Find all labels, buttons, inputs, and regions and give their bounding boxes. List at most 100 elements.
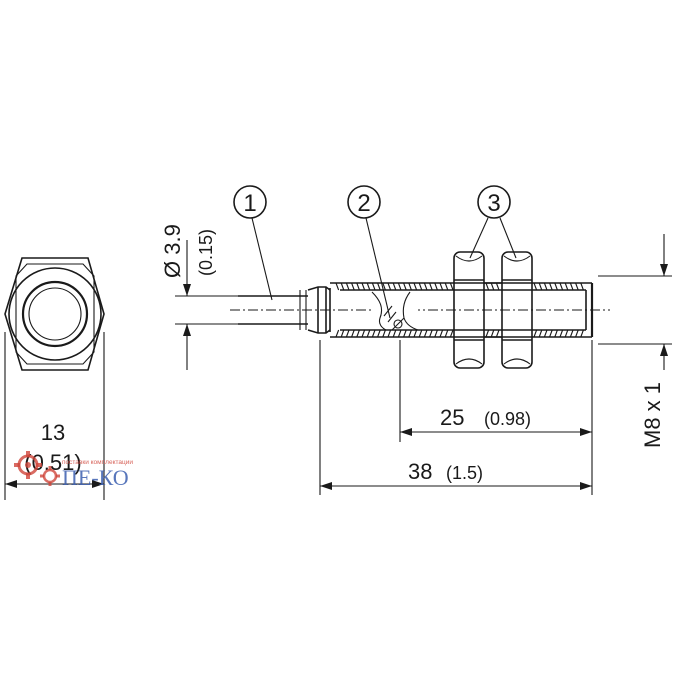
thread-tooth bbox=[490, 282, 495, 291]
total-length-label: 38 bbox=[408, 459, 432, 484]
callout-2-label: 2 bbox=[357, 190, 370, 217]
thread-tooth bbox=[575, 329, 579, 338]
thread-tooth bbox=[444, 329, 449, 338]
thread-tooth bbox=[429, 329, 433, 338]
cable-diameter-label: Ø 3.9 bbox=[160, 224, 185, 278]
thread-tooth bbox=[538, 282, 543, 291]
thread-tooth bbox=[444, 282, 449, 291]
thread-tooth bbox=[340, 329, 345, 338]
thread-tooth bbox=[387, 329, 392, 338]
callout-2 bbox=[347, 185, 391, 319]
hex-outline bbox=[4, 257, 105, 371]
thread-tooth bbox=[356, 282, 360, 291]
thread-tooth bbox=[449, 282, 454, 291]
thread-tooth bbox=[485, 329, 490, 338]
thread-tooth bbox=[413, 329, 418, 338]
thread-tooth bbox=[366, 282, 371, 291]
thread-tooth bbox=[392, 329, 397, 338]
thread-tooth bbox=[564, 282, 569, 291]
thread-tooth bbox=[569, 282, 574, 291]
thread-tooth bbox=[371, 282, 376, 291]
thread-tooth bbox=[559, 329, 564, 338]
hex-nut-1 bbox=[453, 251, 485, 369]
thread-tooth bbox=[403, 329, 407, 338]
thread-tooth bbox=[549, 329, 553, 338]
thread-tooth bbox=[569, 329, 574, 338]
thread-tooth bbox=[382, 282, 386, 291]
thread-tooth bbox=[377, 329, 381, 338]
thread-tooth bbox=[423, 329, 428, 338]
thread-tooth bbox=[495, 282, 500, 291]
thread-tooth bbox=[564, 329, 569, 338]
thread-tooth bbox=[345, 329, 350, 338]
logo-brand: ПЕ-КО bbox=[62, 465, 129, 490]
thread-tooth bbox=[345, 282, 350, 291]
callout-3-label: 3 bbox=[487, 190, 500, 217]
thread-tooth bbox=[377, 282, 381, 291]
thread-tooth bbox=[423, 282, 428, 291]
thread-tooth bbox=[351, 282, 355, 291]
bore-circle bbox=[21, 280, 89, 348]
thread-tooth bbox=[403, 282, 407, 291]
thread-tooth bbox=[418, 282, 423, 291]
thread-tooth bbox=[429, 282, 433, 291]
thread-tooth bbox=[575, 282, 579, 291]
thread-tooth bbox=[434, 329, 438, 338]
cable-gland bbox=[307, 286, 331, 334]
callout-1-label: 1 bbox=[243, 190, 256, 217]
thread-tooth bbox=[549, 282, 553, 291]
cable-diameter-inch-label: (0.15) bbox=[196, 229, 216, 276]
thread-size-label: M8 x 1 bbox=[640, 382, 665, 448]
thread-length-label: 25 bbox=[440, 405, 464, 430]
thread-tooth bbox=[340, 282, 345, 291]
thread-tooth bbox=[554, 329, 558, 338]
callout-1 bbox=[233, 185, 273, 301]
cable bbox=[238, 290, 308, 330]
hex-end-view bbox=[4, 257, 105, 500]
thread-tooth bbox=[439, 282, 444, 291]
thread-size-dimension bbox=[598, 234, 672, 370]
company-logo: ПЕ-КО поставки комплектации bbox=[14, 451, 133, 490]
outer-thread-circle bbox=[8, 267, 102, 361]
thread-tooth bbox=[408, 329, 412, 338]
thread-tooth bbox=[580, 329, 584, 338]
thread-tooth bbox=[397, 282, 402, 291]
thread-tooth bbox=[335, 282, 340, 291]
total-length-dimension bbox=[319, 340, 593, 495]
threaded-housing bbox=[330, 282, 594, 338]
thread-tooth bbox=[559, 282, 564, 291]
gear-icon bbox=[40, 466, 60, 486]
thread-tooth bbox=[490, 329, 495, 338]
logo-tagline: поставки комплектации bbox=[62, 459, 133, 466]
thread-tooth bbox=[361, 282, 366, 291]
thread-tooth bbox=[533, 282, 538, 291]
thread-tooth bbox=[382, 329, 386, 338]
thread-tooth bbox=[439, 329, 444, 338]
thread-tooth bbox=[361, 329, 366, 338]
thread-tooth bbox=[413, 282, 418, 291]
thread-tooth bbox=[335, 329, 340, 338]
thread-tooth bbox=[554, 282, 558, 291]
thread-tooth bbox=[533, 329, 538, 338]
gear-icon bbox=[14, 451, 42, 479]
thread-tooth bbox=[485, 282, 490, 291]
thread-tooth bbox=[434, 282, 438, 291]
hex-nut-2 bbox=[501, 251, 533, 369]
total-length-inch-label: (1.5) bbox=[446, 463, 483, 483]
thread-length-dimension bbox=[399, 340, 593, 442]
thread-tooth bbox=[356, 329, 360, 338]
thread-tooth bbox=[397, 329, 402, 338]
thread-tooth bbox=[580, 282, 584, 291]
thread-tooth bbox=[538, 329, 543, 338]
thread-marks bbox=[335, 282, 584, 338]
thread-tooth bbox=[418, 329, 423, 338]
thread-tooth bbox=[449, 329, 454, 338]
thread-tooth bbox=[408, 282, 412, 291]
thread-tooth bbox=[371, 329, 376, 338]
thread-tooth bbox=[392, 282, 397, 291]
thread-tooth bbox=[351, 329, 355, 338]
cable-diameter-dimension bbox=[175, 240, 238, 370]
thread-tooth bbox=[495, 329, 500, 338]
marking-area bbox=[371, 291, 419, 331]
